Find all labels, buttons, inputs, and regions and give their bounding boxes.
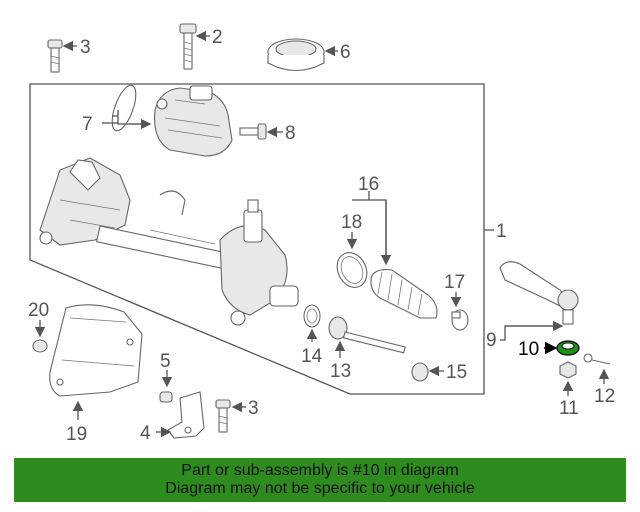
callout-16: 16 <box>358 174 379 195</box>
callout-8: 8 <box>285 123 296 144</box>
part-16-boot <box>370 269 438 319</box>
part-11-nut <box>559 361 577 379</box>
callout-14: 14 <box>301 346 323 367</box>
part-8-bolt <box>239 123 267 140</box>
callout-15: 15 <box>446 362 467 383</box>
part-13-tie-rod <box>328 316 406 354</box>
part-3-bolt-bottom <box>215 399 231 433</box>
callout-13: 13 <box>330 361 351 382</box>
part-9-tie-rod-end <box>499 261 579 325</box>
part-7-motor <box>111 84 233 157</box>
callout-5: 5 <box>160 351 171 372</box>
banner-line-2: Diagram may not be specific to your vehi… <box>165 480 475 497</box>
callout-3-top: 3 <box>80 37 91 58</box>
part-15-nut <box>411 362 429 382</box>
part-12-pin <box>583 353 611 365</box>
callout-10: 10 <box>518 339 539 360</box>
part-3-bolt-top <box>47 39 63 73</box>
callout-4: 4 <box>140 423 151 444</box>
banner-line-1: Part or sub-assembly is #10 in diagram <box>181 462 459 479</box>
fitment-banner: Part or sub-assembly is #10 in diagram D… <box>14 458 626 502</box>
part-5-grommet <box>159 391 173 403</box>
callout-9: 9 <box>486 330 497 351</box>
callout-1: 1 <box>496 221 507 242</box>
part-18-clamp <box>336 252 368 288</box>
callout-18: 18 <box>341 212 362 233</box>
callout-19: 19 <box>66 424 87 445</box>
part-19-shield <box>49 304 143 397</box>
part-17-clip <box>451 309 469 331</box>
part-2-bolt <box>179 23 197 70</box>
steering-gear-housing <box>39 157 299 326</box>
callout-12: 12 <box>594 386 615 407</box>
callout-17: 17 <box>444 272 465 293</box>
assembly-frame <box>29 83 485 395</box>
callout-3-bottom: 3 <box>248 398 259 419</box>
part-10-dust-seal <box>556 340 580 356</box>
part-14-washer <box>303 304 321 328</box>
part-6-mount <box>267 38 325 72</box>
callout-2: 2 <box>212 27 223 48</box>
callout-7: 7 <box>82 114 93 135</box>
callout-11: 11 <box>559 398 579 419</box>
callout-6: 6 <box>340 42 351 63</box>
part-4-bracket <box>167 391 205 439</box>
callout-20: 20 <box>28 300 49 321</box>
part-20-plug <box>32 339 48 353</box>
